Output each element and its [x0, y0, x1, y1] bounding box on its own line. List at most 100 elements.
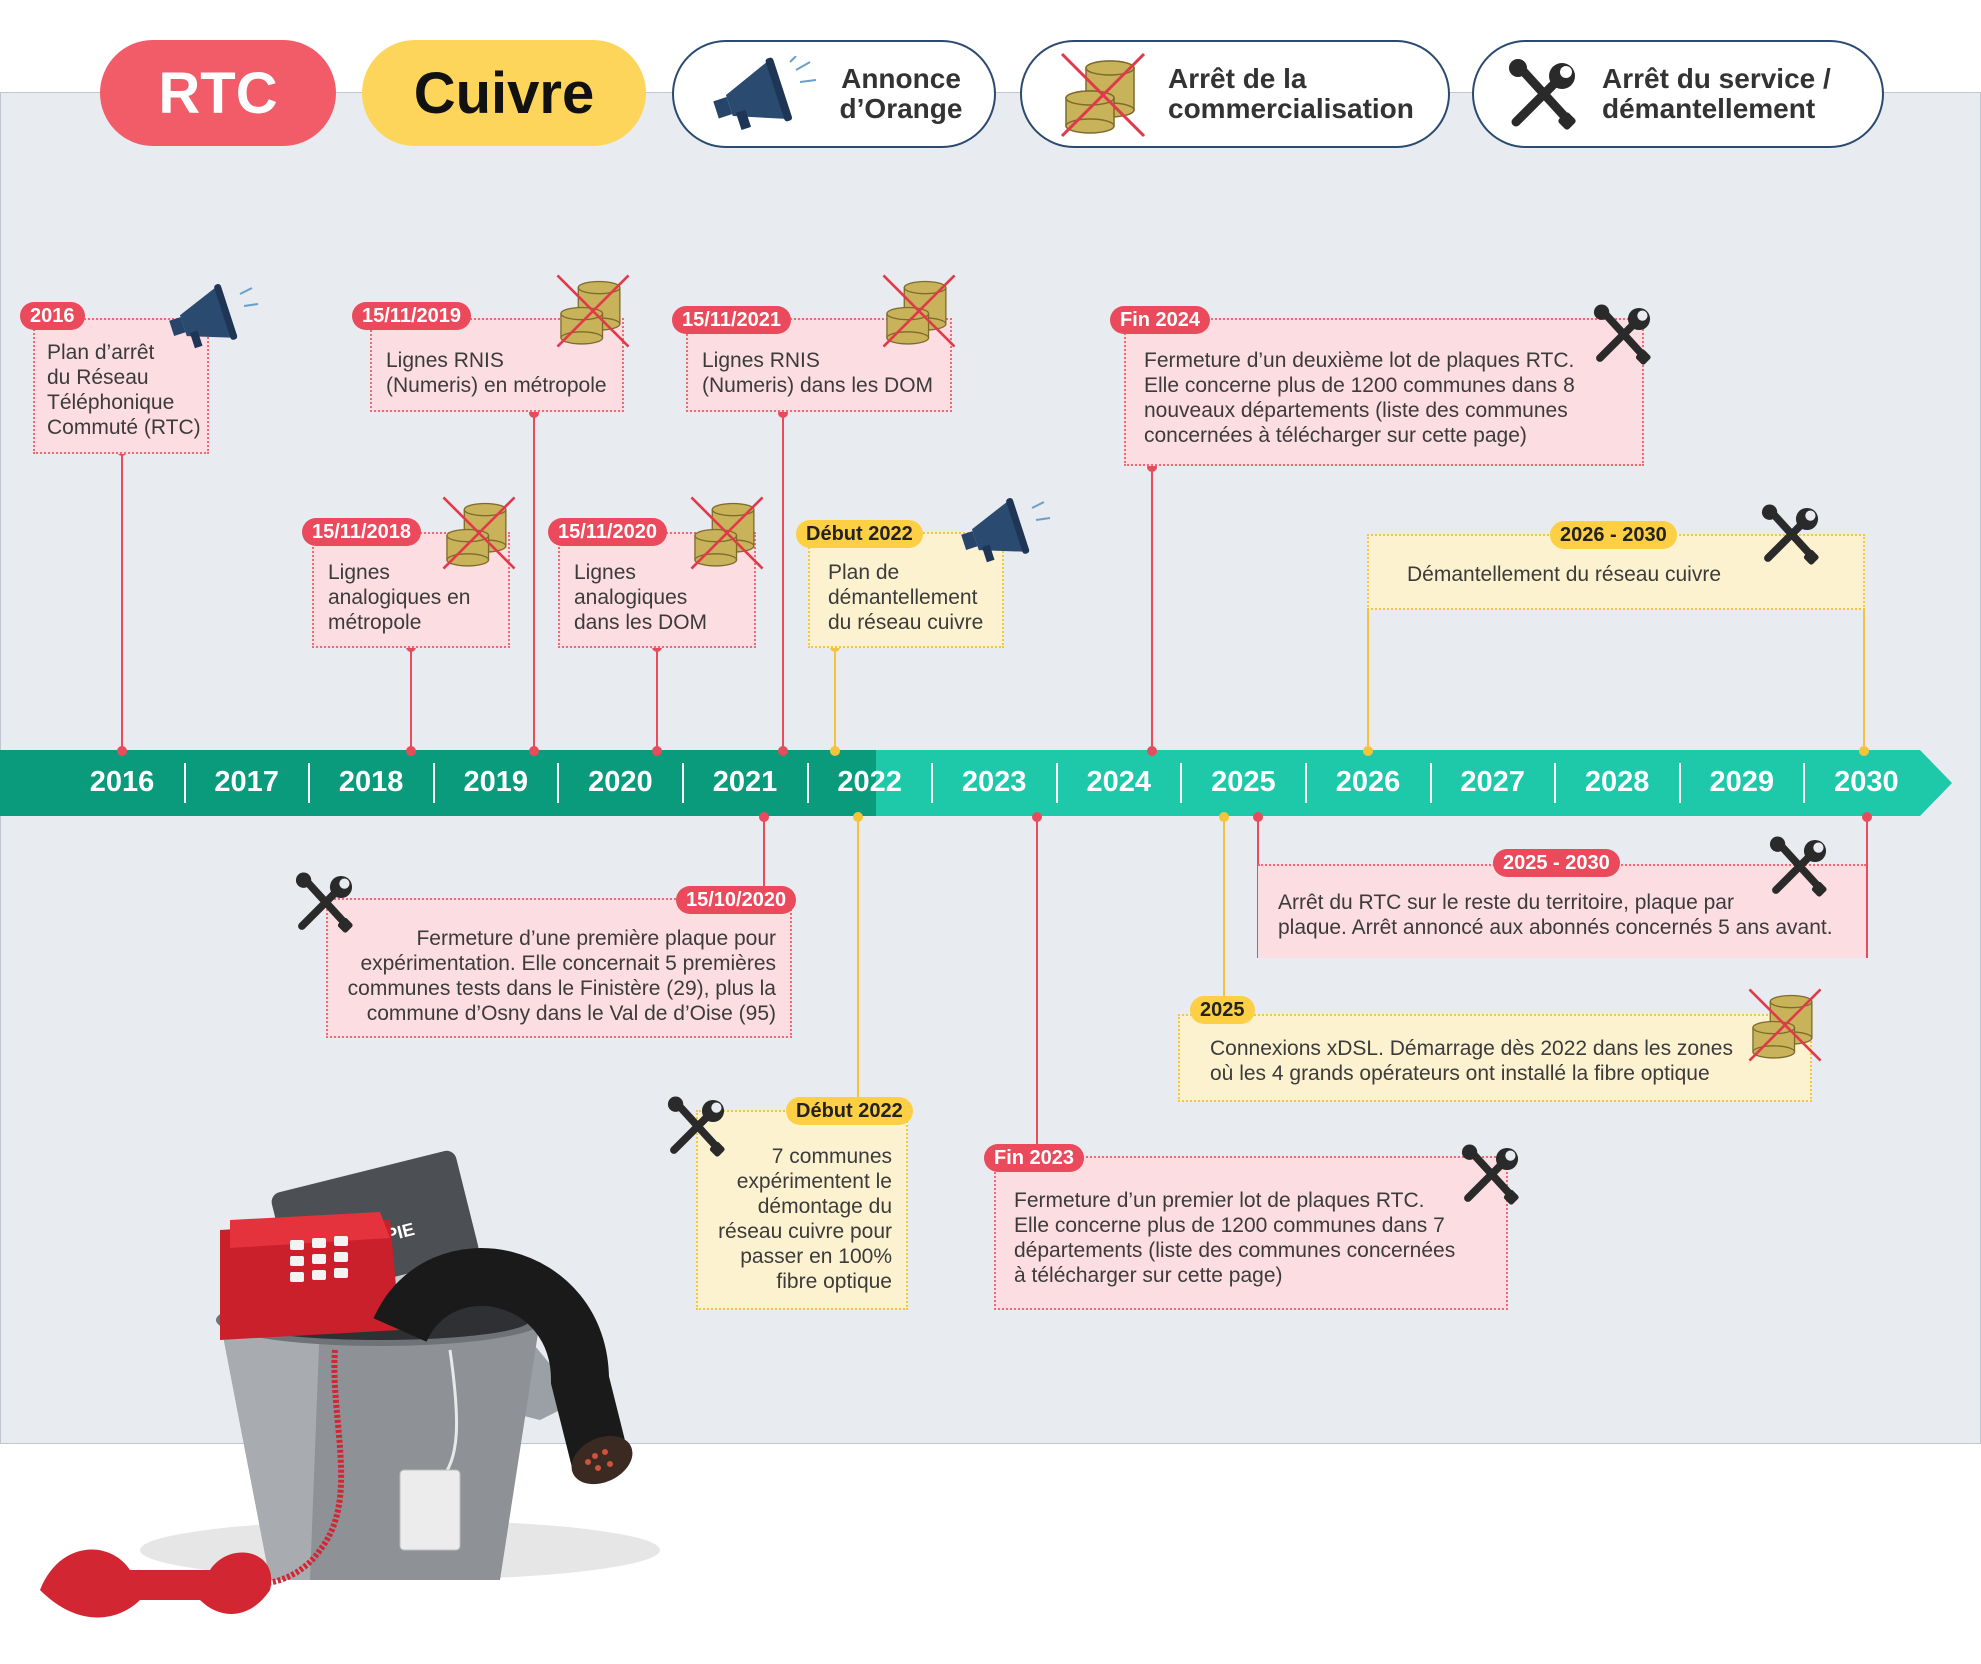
connector-dot: [830, 746, 840, 756]
year-separator: [1554, 763, 1557, 803]
megaphone-icon: [169, 284, 259, 349]
legend-commercialisation-line2: commercialisation: [1168, 93, 1414, 124]
event-box-2025b-fill: Arrêt du RTC sur le reste du territoire,…: [1258, 864, 1866, 958]
year-separator: [557, 763, 560, 803]
event-tag-1510: 15/10/2020: [676, 886, 797, 914]
event-tag-2026: 2026 - 2030: [1550, 521, 1677, 549]
year-label: 2021: [712, 766, 778, 798]
event-text: Connexions xDSL. Démarrage dès 2022 dans…: [1210, 1037, 1733, 1085]
event-text: Fermeture d’un deuxième lot de plaques R…: [1144, 349, 1575, 447]
megaphone-icon: [961, 498, 1051, 563]
event-text: Lignes RNIS(Numeris) dans les DOM: [702, 349, 934, 397]
event-tag-2021: 15/11/2021: [672, 306, 791, 334]
rtc-pill: RTC: [100, 40, 336, 146]
year-label: 2024: [1086, 766, 1152, 798]
connector-dot: [1032, 812, 1042, 822]
crossed-coins-icon: [690, 496, 764, 570]
connector-dot: [406, 746, 416, 756]
connector-2019: [533, 412, 535, 750]
connector-dot: [1147, 746, 1157, 756]
connector-dot: [1363, 746, 1373, 756]
connector-dot: [778, 746, 788, 756]
connector-2022a: [834, 646, 836, 750]
event-box-2025: Connexions xDSL. Démarrage dès 2022 dans…: [1178, 1014, 1812, 1102]
year-label: 2020: [588, 766, 653, 798]
connector-2030: [1863, 608, 1865, 750]
event-tag-2022a: Début 2022: [796, 520, 923, 548]
connector-2023: [1036, 816, 1038, 1146]
legend-announce-line1: Annonce: [841, 63, 961, 94]
event-tag-2020: 15/11/2020: [548, 518, 667, 546]
megaphone-icon: [713, 56, 817, 130]
year-label: 2018: [338, 766, 404, 798]
event-tag-2019: 15/11/2019: [352, 302, 471, 330]
legend-commercialisation: Arrêt de la commercialisation: [1020, 40, 1450, 148]
connector-2022b: [857, 816, 859, 1106]
connector-dot: [529, 408, 539, 418]
connector-dot: [1219, 812, 1229, 822]
year-separator: [1055, 763, 1058, 803]
tools-icon: [1509, 59, 1576, 130]
connector-1510: [763, 816, 765, 898]
event-tag-2025: 2025: [1190, 996, 1255, 1024]
year-separator: [1429, 763, 1432, 803]
year-label: 2028: [1584, 766, 1650, 798]
crossed-coins-icon: [1060, 52, 1146, 138]
crossed-coins-icon: [556, 274, 630, 348]
tools-icon: [1761, 504, 1819, 565]
year-label: 2016: [89, 766, 155, 798]
legend-demantellement-line1: Arrêt du service /: [1602, 63, 1831, 94]
event-tag-2023: Fin 2023: [984, 1144, 1085, 1172]
connector-2025: [1223, 816, 1225, 1002]
year-label: 2023: [961, 766, 1027, 798]
connector-dot: [759, 812, 769, 822]
event-tag-2022b: Début 2022: [786, 1097, 913, 1125]
year-separator: [183, 763, 186, 803]
connector-dot: [529, 746, 539, 756]
connector-dot: [1859, 746, 1869, 756]
legend-demantellement-line2: démantellement: [1602, 93, 1816, 124]
tools-icon: [1769, 836, 1827, 897]
event-text: Fermeture d’un premier lot de plaques RT…: [1014, 1189, 1456, 1287]
connector-dot: [1253, 812, 1263, 822]
year-label: 2027: [1460, 766, 1525, 798]
year-label: 2017: [214, 766, 279, 798]
connector-dot: [1862, 812, 1872, 822]
event-text: Lignes RNIS(Numeris) en métropole: [386, 349, 607, 397]
cuivre-pill: Cuivre: [362, 40, 646, 146]
year-label: 2022: [837, 766, 902, 798]
year-label: 2029: [1709, 766, 1775, 798]
connector-dot: [778, 408, 788, 418]
year-separator: [682, 763, 684, 803]
timeline-bar: [0, 750, 1952, 816]
year-label: 2025: [1211, 766, 1276, 798]
year-label: 2030: [1834, 766, 1899, 798]
legend-announce-line2: d’Orange: [839, 93, 963, 124]
year-separator: [1180, 763, 1183, 803]
event-tag-2018: 15/11/2018: [302, 518, 421, 546]
tools-icon: [1593, 304, 1651, 365]
legend-demantellement: Arrêt du service / démantellement: [1472, 40, 1884, 148]
crossed-coins-icon: [882, 274, 956, 348]
tools-icon: [667, 1096, 725, 1157]
year-separator: [931, 763, 934, 803]
event-box-2023: Fermeture d’un premier lot de plaques RT…: [994, 1156, 1508, 1310]
event-text: Démantellement du réseau cuivre: [1407, 563, 1721, 586]
event-text: Arrêt du RTC sur le reste du territoire,…: [1278, 891, 1833, 939]
connector-dot: [1147, 462, 1157, 472]
year-separator: [1803, 763, 1806, 803]
year-separator: [1305, 763, 1307, 803]
connector-2018: [410, 646, 412, 750]
